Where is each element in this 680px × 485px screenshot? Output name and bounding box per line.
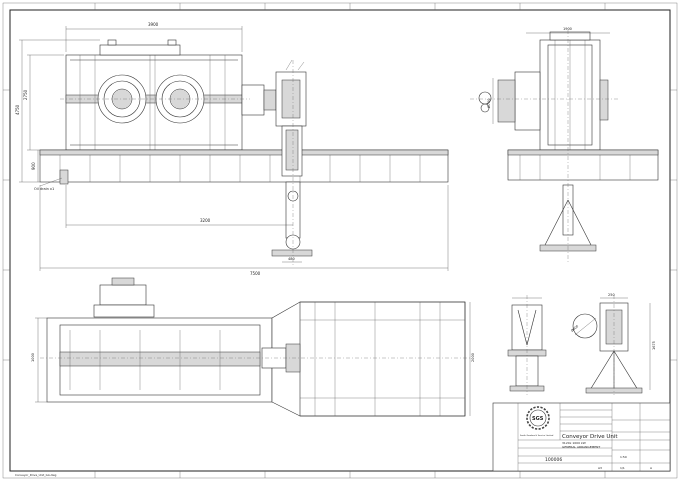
logo-subtext: South Gearbox & Service Limited bbox=[520, 434, 554, 437]
dim-480: 480 bbox=[288, 257, 295, 261]
dim-lower-left: 1000 bbox=[31, 353, 35, 362]
dim-side-top: 1900 bbox=[563, 27, 572, 31]
inner-border bbox=[9, 9, 671, 472]
dim-3900: 3900 bbox=[148, 22, 159, 27]
dim-4750: 4750 bbox=[15, 104, 20, 115]
drawing-title: Conveyor Drive Unit bbox=[562, 434, 618, 440]
drawing-revision: A bbox=[650, 466, 653, 470]
dim-3200: 3200 bbox=[200, 218, 211, 223]
footer-filename: Conveyor_Drive_Unit_GA.dwg bbox=[15, 473, 57, 477]
drawing-subtitle-2: GENERAL ARRANGEMENT bbox=[562, 445, 600, 449]
dim-lower-right: 2000 bbox=[471, 353, 475, 362]
dim-7500: 7500 bbox=[250, 271, 261, 276]
dim-2750: 2750 bbox=[23, 89, 28, 100]
drawing-number: 100006 bbox=[545, 457, 562, 463]
motor-outline bbox=[99, 284, 147, 306]
sheet-number: 1/1 bbox=[620, 466, 625, 470]
drawing-scale: 1:50 bbox=[620, 455, 627, 459]
dim-small-top: 250 bbox=[608, 293, 615, 297]
front-view: 3900 2750 4750 900 3200 7500 480 Oil dra… bbox=[15, 22, 449, 276]
detail-view-right: 250 1675 Ø600 bbox=[569, 293, 656, 395]
sheet-size: A3 bbox=[598, 466, 602, 470]
title-block: SGS South Gearbox & Service Limited Conv… bbox=[492, 402, 671, 472]
dim-small-diag: Ø600 bbox=[569, 323, 579, 332]
logo-text: SGS bbox=[532, 416, 544, 422]
sgs-logo: SGS South Gearbox & Service Limited bbox=[520, 406, 554, 437]
dim-900: 900 bbox=[31, 162, 36, 170]
plan-view: 1000 2000 bbox=[31, 277, 475, 417]
border-ticks bbox=[3, 3, 677, 478]
oil-drain-note: Oil drain x1 bbox=[34, 187, 54, 191]
dim-small-right: 1675 bbox=[652, 341, 656, 350]
outer-border bbox=[2, 2, 678, 479]
drawing-subtitle-1: 3120x 1000 kW bbox=[562, 441, 586, 445]
side-view: 1900 Ø700 bbox=[470, 27, 659, 262]
dim-side-mid: Ø700 bbox=[486, 99, 491, 108]
detail-view-left bbox=[507, 295, 547, 395]
base-frame bbox=[39, 149, 449, 183]
